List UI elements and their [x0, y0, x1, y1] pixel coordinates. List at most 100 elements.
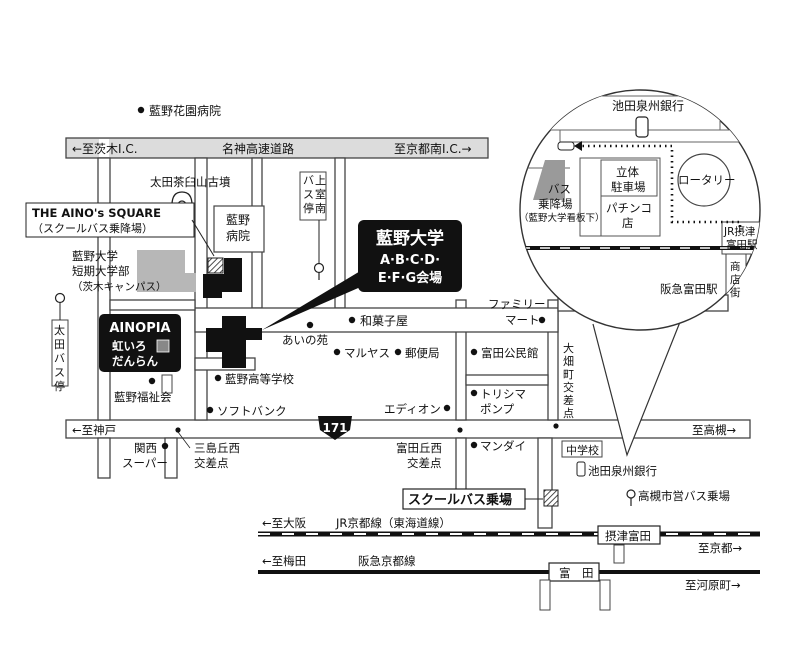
highway-left-label: ←至茨木I.C. — [72, 142, 138, 156]
inset-pachinko-label-2: 店 — [622, 216, 634, 230]
aino-square-bus-stop-hatch — [207, 257, 224, 274]
shimuro-char-4: 上 — [315, 174, 326, 187]
inset-parking-label-1: 立体 — [616, 165, 639, 179]
shimuro-busstop-icon — [313, 262, 325, 274]
torishima-label-2: ポンプ — [480, 402, 515, 416]
middle-school-box — [561, 440, 603, 458]
hankyu-line-label: 阪急京都線 — [358, 554, 416, 568]
aino-university-callout — [358, 220, 462, 292]
highway-right-label: 至京都南I.C.→ — [394, 141, 472, 156]
jr-line-label: JR京都線（東海道線） — [335, 516, 451, 530]
route-171-number: 171 — [322, 421, 347, 435]
shimuro-char-3: 停 — [303, 201, 314, 215]
university-venue-1: A·B·C·D· — [380, 253, 440, 268]
junior-college-label-3: （茨木キャンパス） — [72, 280, 167, 293]
ainopia-title: AINOPIA — [109, 321, 170, 336]
aino-hospital-block — [213, 205, 265, 253]
middle-school-label: 中学校 — [566, 443, 599, 457]
aino-hospital-label-2: 病院 — [226, 228, 250, 243]
inset-jr-label-1: JR摂津 — [723, 225, 756, 238]
ainoen-label: あいの苑 — [282, 333, 328, 347]
university-title: 藍野大学 — [376, 228, 444, 249]
to-kawaramachi-label: 至河原町→ — [685, 578, 741, 592]
shimuro-char-6: 南 — [315, 202, 326, 215]
inset-bank-label: 池田泉州銀行 — [612, 99, 684, 113]
kansai-super-label-1: 関西 — [134, 441, 157, 455]
ota-char-3: バ — [54, 352, 65, 365]
to-takatsuki-label: 至高槻→ — [692, 423, 736, 437]
walking-route — [580, 144, 742, 232]
tomitaoka-label-2: 交差点 — [407, 456, 442, 470]
aino-square-subtitle: （スクールバス乗降場） — [32, 221, 153, 235]
ainopia-logo-icon — [156, 339, 170, 353]
mishimaoka-label-1: 三島丘西 — [194, 441, 240, 455]
aino-welfare-label: 藍野福祉会 — [114, 390, 172, 404]
settsu-tonda-station — [597, 525, 661, 545]
inset-pachinko-label-1: パチンコ — [606, 201, 652, 215]
to-osaka-label: ←至大阪 — [262, 516, 307, 530]
tomitaoka-label-1: 富田丘西 — [396, 441, 442, 455]
junior-college-label-2: 短期大学部 — [72, 264, 130, 278]
university-callout-pointer — [262, 270, 372, 330]
highway-name-label: 名神高速道路 — [222, 141, 294, 156]
shotengai-char-2: 店 — [730, 273, 741, 286]
junior-college-label-1: 藍野大学 — [72, 249, 118, 263]
university-venue-2: E·F·G会場 — [378, 270, 442, 286]
aino-hospital-label-1: 藍野 — [226, 213, 250, 227]
route-171-sign-icon — [318, 416, 352, 440]
shimuro-char-2: ス — [303, 188, 314, 201]
ota-char-4: ス — [54, 366, 65, 379]
settsu-tonda-label: 摂津富田 — [605, 529, 651, 543]
rotary-label: ロータリー — [678, 173, 736, 187]
ikeda-bank-label: 池田泉州銀行 — [588, 464, 657, 478]
shotengai-char-1: 商 — [730, 260, 741, 273]
inset-bank-icon — [635, 116, 649, 138]
ota-char-5: 停 — [54, 379, 65, 393]
school-bus-stop-hatch — [543, 489, 559, 507]
ota-char-1: 太 — [54, 324, 65, 337]
ota-chausuyama-kofun-label: 太田茶臼山古墳 — [150, 175, 231, 189]
family-mart-label-1: ファミリー — [488, 297, 546, 311]
maruyasu-label: マルヤス — [344, 346, 390, 360]
meishin-expressway — [65, 137, 489, 159]
ota-busstop-icon — [54, 292, 66, 304]
tonda-station — [548, 562, 600, 582]
bank-icon — [576, 461, 586, 477]
ainopia-box — [99, 314, 181, 372]
junior-college-campus — [137, 250, 196, 292]
inset-parking-label-2: 駐車場 — [611, 180, 646, 194]
walking-route-arrow — [574, 141, 582, 151]
ainopia-nijiiro: 虹いろ — [112, 339, 147, 353]
takatsuki-bus-label: 高槻市営バス乗場 — [638, 489, 730, 503]
ohatacho-char-4: 交 — [563, 380, 574, 394]
city-bus-stop-icon — [626, 489, 636, 499]
ohatacho-char-3: 町 — [563, 368, 574, 381]
aino-university-building — [206, 316, 262, 368]
inset-bus-label-3: （藍野大学看板下） — [519, 212, 605, 224]
inset-bus-label-1: バス — [548, 182, 571, 196]
to-kyoto-label: 至京都→ — [698, 541, 742, 555]
ota-char-2: 田 — [54, 338, 65, 351]
wagashi-shop-label: 和菓子屋 — [360, 314, 408, 328]
kansai-super-label-2: スーパー — [122, 456, 168, 470]
tonda-label: 富 田 — [559, 566, 594, 580]
mandai-label: マンダイ — [480, 439, 526, 453]
post-office-label: 郵便局 — [405, 346, 440, 360]
softbank-label: ソフトバンク — [217, 404, 287, 418]
mishimaoka-label-2: 交差点 — [194, 456, 229, 470]
school-bus-stop-label: スクールバス乗場 — [408, 492, 512, 508]
aino-highschool-label: 藍野高等学校 — [225, 372, 294, 386]
hankyu-tonda-station-label: 阪急富田駅 — [660, 282, 718, 296]
ainopia-danran: だんらん — [112, 354, 158, 368]
inset-bus-bay — [533, 160, 565, 200]
route-171-road — [65, 419, 751, 439]
torishima-label-1: トリシマ — [480, 387, 526, 401]
shimuro-char-1: バ — [303, 174, 314, 187]
rotary-circle — [677, 153, 731, 207]
inset-jr-label-2: 富田駅 — [726, 238, 758, 251]
ohatacho-char-2: 畑 — [563, 355, 574, 368]
aino-square-name: THE AINO's SQUARE — [32, 206, 161, 220]
shotengai-char-3: 街 — [730, 286, 741, 299]
aino-square-label-box — [25, 202, 195, 238]
